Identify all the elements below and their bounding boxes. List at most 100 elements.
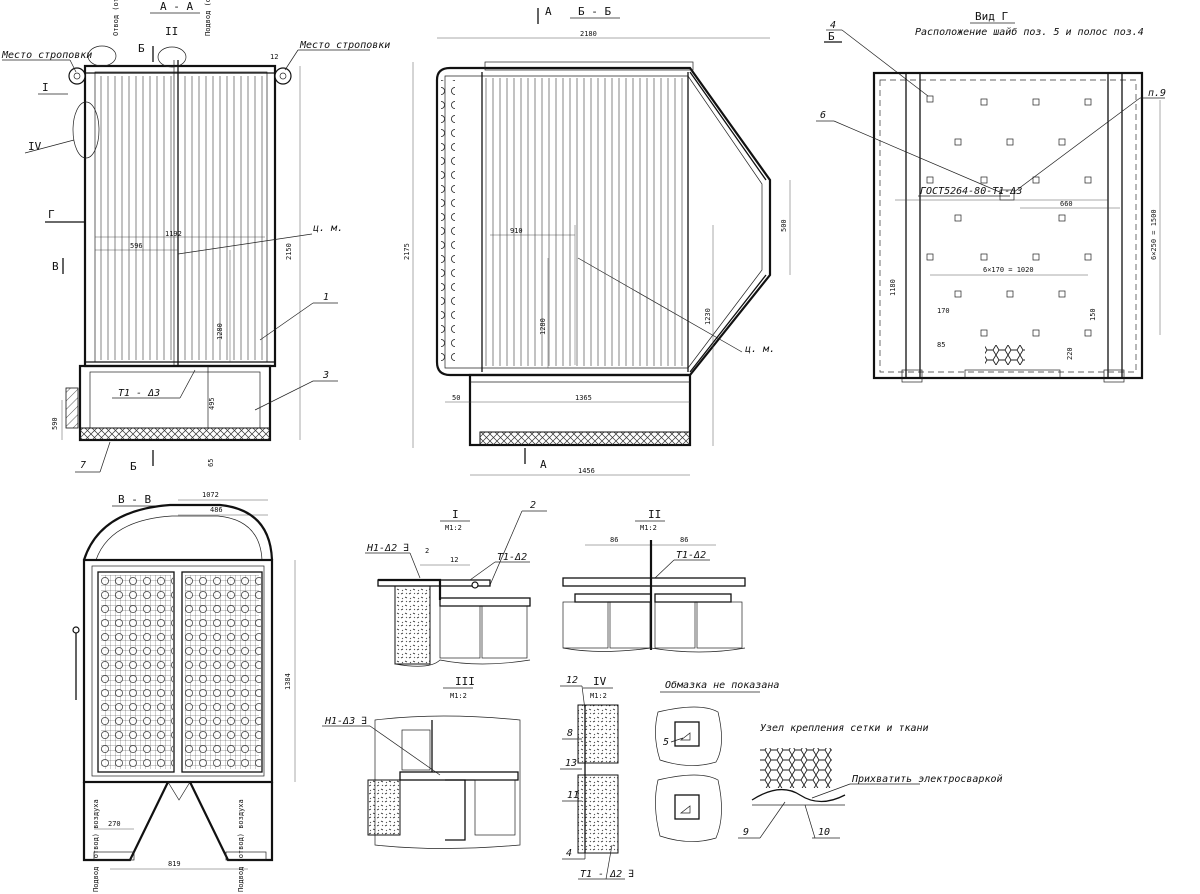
mesh-hexes — [760, 748, 832, 788]
aa-sling-label-right: Место строповки — [299, 40, 390, 51]
svg-text:Прихватить электросваркой: Прихватить электросваркой — [851, 773, 1003, 785]
svg-text:А: А — [545, 5, 552, 18]
svg-text:1: 1 — [323, 292, 329, 303]
svg-text:М1:2: М1:2 — [445, 524, 462, 532]
aa-filter-sleeves-left — [97, 76, 173, 360]
mesh-node: Узел крепления сетки и ткани Прихватить … — [738, 723, 1003, 839]
svg-text:6×170 = 1020: 6×170 = 1020 — [983, 266, 1034, 274]
det3-outline — [374, 715, 521, 849]
svg-text:IV: IV — [28, 140, 42, 153]
washer-a — [655, 706, 722, 766]
svg-text:Подвод (отвод) воздуха: Подвод (отвод) воздуха — [92, 799, 100, 892]
svg-text:М1:2: М1:2 — [450, 692, 467, 700]
svg-text:1280: 1280 — [216, 323, 224, 340]
det4-lower-section — [577, 774, 619, 854]
detail-i: I М1:2 2 Н1-Δ2 ∃ Т1-Δ2 2 12 — [365, 500, 547, 667]
svg-text:2175: 2175 — [403, 243, 411, 260]
svg-text:11: 11 — [567, 790, 579, 801]
svg-text:Н1-Δ3 ∃: Н1-Δ3 ∃ — [324, 716, 367, 727]
svg-text:10: 10 — [818, 827, 830, 838]
svg-text:I: I — [452, 508, 459, 521]
svg-text:2: 2 — [425, 547, 429, 555]
svg-text:II: II — [165, 25, 178, 38]
view-g-panel — [872, 71, 1144, 380]
view-bb-title: Б - Б — [578, 5, 611, 18]
view-g: Вид Г Расположение шайб поз. 5 и полос п… — [816, 10, 1166, 383]
svg-text:12: 12 — [270, 53, 278, 61]
vv-top-hood — [82, 503, 274, 561]
view-aa-title: А - А — [160, 0, 193, 13]
aa-base-insulation — [79, 427, 271, 441]
svg-text:1192: 1192 — [165, 230, 182, 238]
svg-text:8: 8 — [567, 728, 573, 739]
svg-text:910: 910 — [510, 227, 523, 235]
svg-text:1384: 1384 — [284, 673, 292, 690]
svg-text:Б: Б — [828, 30, 835, 43]
svg-text:86: 86 — [610, 536, 618, 544]
vv-hopper-right — [189, 781, 274, 862]
svg-text:Т1-Δ2: Т1-Δ2 — [676, 550, 706, 561]
svg-text:660: 660 — [1060, 200, 1073, 208]
det4-upper-section — [577, 704, 619, 764]
view-g-subtitle: Расположение шайб поз. 5 и полос поз.4 — [915, 26, 1144, 38]
svg-text:270: 270 — [108, 820, 121, 828]
svg-text:9: 9 — [743, 827, 749, 838]
svg-text:М1:2: М1:2 — [590, 692, 607, 700]
view-g-title: Вид Г — [975, 10, 1008, 23]
svg-text:4: 4 — [566, 848, 572, 859]
svg-text:ц. м.: ц. м. — [745, 344, 775, 355]
washer-details: Обмазка не показана 5 — [655, 679, 779, 842]
svg-text:1280: 1280 — [539, 318, 547, 335]
svg-text:Б: Б — [130, 460, 137, 473]
svg-text:А: А — [540, 458, 547, 471]
mesh-symbol — [985, 345, 1025, 365]
svg-text:13: 13 — [565, 758, 577, 769]
svg-text:Узел крепления сетки и ткани: Узел крепления сетки и ткани — [760, 723, 929, 734]
svg-text:III: III — [455, 675, 475, 688]
det2-top-plate — [562, 577, 746, 587]
svg-text:Н1-Δ2 ∃: Н1-Δ2 ∃ — [366, 543, 409, 554]
svg-text:Подвод (отвод) воздуха: Подвод (отвод) воздуха — [237, 799, 245, 892]
svg-text:2180: 2180 — [580, 30, 597, 38]
svg-text:6×250 = 1500: 6×250 = 1500 — [1150, 209, 1158, 260]
svg-text:596: 596 — [130, 242, 143, 250]
bb-filter-sleeves — [480, 78, 686, 366]
view-aa: А - А 2150 1192 596 1280 495 59 — [1, 0, 390, 473]
detail-iii: III М1:2 Н1-Δ3 ∃ — [322, 675, 521, 849]
svg-text:170: 170 — [937, 307, 950, 315]
bb-body-outline — [435, 66, 772, 377]
aa-sling-label-left: Место строповки — [1, 50, 92, 61]
aa-weld-label: Т1 - Δ3 — [118, 388, 160, 399]
svg-text:5: 5 — [663, 737, 669, 748]
view-bb: Б - Б А 2180 2175 1456 А 1365 50 910 — [403, 5, 791, 476]
svg-text:12: 12 — [566, 675, 578, 686]
washer-grid — [926, 95, 1092, 337]
washer-b — [655, 774, 722, 842]
vv-grid-right — [181, 571, 263, 773]
svg-text:65: 65 — [207, 459, 215, 467]
aa-sling-lug-left — [68, 67, 86, 85]
svg-text:86: 86 — [680, 536, 688, 544]
vv-grid-left — [97, 571, 175, 773]
svg-text:1230: 1230 — [704, 308, 712, 325]
svg-text:4: 4 — [830, 20, 836, 31]
svg-text:85: 85 — [937, 341, 945, 349]
svg-text:Т1-Δ2: Т1-Δ2 — [497, 552, 527, 563]
svg-text:590: 590 — [51, 417, 59, 430]
coating-note: Обмазка не показана — [665, 679, 779, 691]
svg-text:819: 819 — [168, 860, 181, 868]
aa-sling-lug-right — [274, 67, 292, 85]
svg-text:220: 220 — [1066, 347, 1074, 360]
svg-text:IV: IV — [593, 675, 607, 688]
detail-ii: II М1:2 86 86 Т1-Δ2 — [562, 508, 746, 653]
svg-text:ГОСТ5264-80-Т1-Δ3: ГОСТ5264-80-Т1-Δ3 — [920, 186, 1022, 197]
svg-text:I: I — [42, 81, 49, 94]
view-vv-title: В - В — [118, 493, 151, 506]
svg-text:7: 7 — [80, 460, 86, 471]
svg-text:150: 150 — [1089, 308, 1097, 321]
svg-text:Отвод (отвод) воздуха: Отвод (отвод) воздуха — [112, 0, 120, 36]
svg-text:12: 12 — [450, 556, 458, 564]
svg-text:II: II — [648, 508, 661, 521]
svg-text:3: 3 — [322, 370, 329, 381]
svg-text:п.9: п.9 — [1148, 88, 1166, 99]
